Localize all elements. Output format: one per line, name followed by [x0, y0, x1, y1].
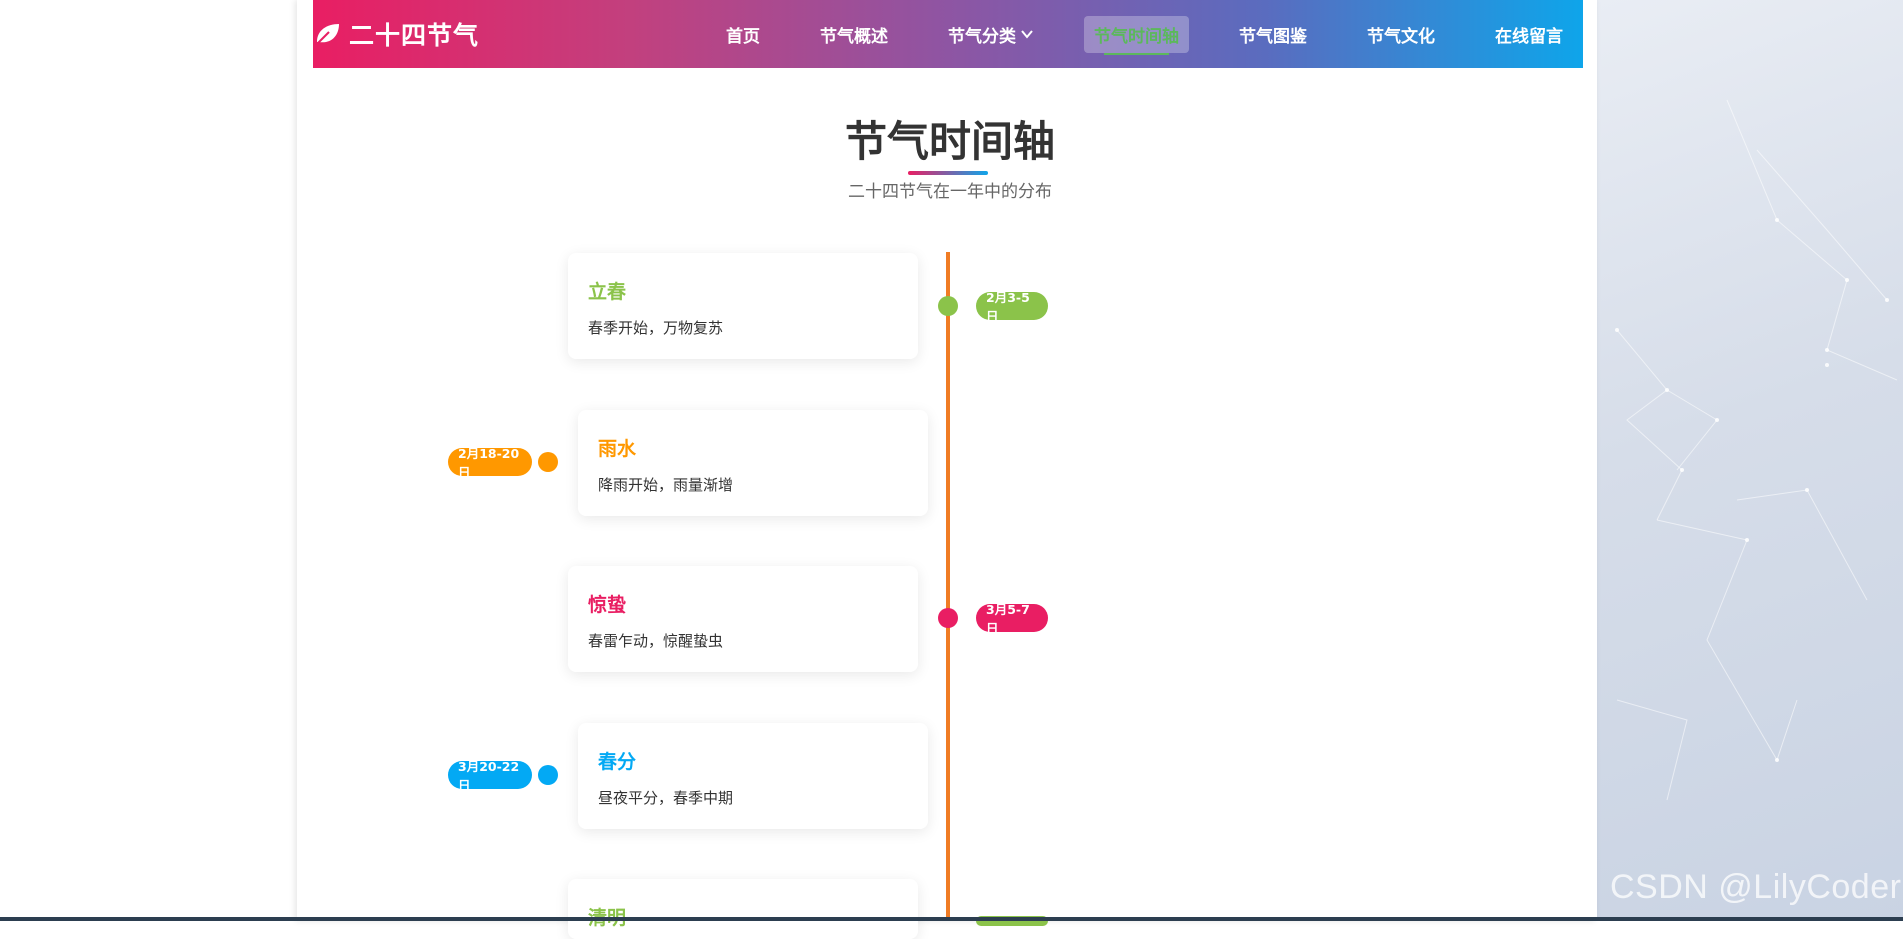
nav-label: 首页: [726, 26, 760, 47]
date-badge: 2月18-20日: [448, 446, 532, 480]
timeline-card-jingzhe[interactable]: 惊蛰 春雷乍动，惊醒蛰虫: [568, 566, 918, 672]
timeline-card-chunfen[interactable]: 春分 昼夜平分，春季中期: [578, 723, 928, 829]
card-desc: 昼夜平分，春季中期: [598, 789, 734, 807]
timeline-dot: [938, 296, 958, 316]
top-navbar: 二十四节气 首页 节气概述 节气分类 节气时间轴 节气图鉴 节气文化 在线留言: [313, 0, 1583, 68]
nav-item-gallery[interactable]: 节气图鉴: [1229, 16, 1317, 53]
timeline-card-yushui[interactable]: 雨水 降雨开始，雨量渐增: [578, 410, 928, 516]
page-subtitle: 二十四节气在一年中的分布: [848, 182, 1052, 202]
nav-label: 在线留言: [1495, 26, 1563, 47]
timeline-dot: [938, 608, 958, 628]
page-title: 节气时间轴: [844, 117, 1055, 166]
timeline-dot: [538, 452, 558, 472]
nav-item-categories[interactable]: 节气分类: [938, 16, 1044, 53]
brand[interactable]: 二十四节气: [313, 16, 479, 52]
date-badge: 3月20-22日: [448, 759, 532, 793]
nav-label: 节气图鉴: [1239, 26, 1307, 47]
card-title: 雨水: [598, 438, 637, 460]
timeline-card-lichun[interactable]: 立春 春季开始，万物复苏: [568, 253, 918, 359]
nav-label: 节气概述: [820, 26, 888, 47]
nav-links: 首页 节气概述 节气分类 节气时间轴 节气图鉴 节气文化 在线留言: [676, 0, 1573, 68]
nav-item-guestbook[interactable]: 在线留言: [1485, 16, 1573, 53]
nav-item-home[interactable]: 首页: [716, 16, 770, 53]
card-title: 春分: [598, 751, 637, 773]
card-title: 惊蛰: [588, 594, 627, 616]
card-desc: 春季开始，万物复苏: [588, 319, 724, 337]
nav-label: 节气时间轴: [1094, 26, 1179, 47]
timeline-axis: [946, 252, 950, 921]
background-network-pattern: [1597, 0, 1903, 921]
card-desc: 春雷乍动，惊醒蛰虫: [588, 632, 724, 650]
timeline-dot: [538, 765, 558, 785]
watermark: CSDN @LilyCoder: [1610, 868, 1902, 906]
nav-item-overview[interactable]: 节气概述: [810, 16, 898, 53]
title-underline: [908, 171, 988, 175]
nav-label: 节气文化: [1367, 26, 1435, 47]
chevron-down-icon: [1021, 30, 1033, 39]
date-badge: 2月3-5日: [976, 290, 1048, 324]
bottom-bar: [0, 917, 1903, 921]
brand-name: 二十四节气: [349, 21, 480, 50]
nav-item-culture[interactable]: 节气文化: [1357, 16, 1445, 53]
nav-label: 节气分类: [948, 26, 1016, 47]
leaf-icon: [314, 24, 339, 47]
card-desc: 降雨开始，雨量渐增: [598, 476, 734, 494]
card-title: 立春: [588, 281, 627, 303]
timeline-card-qingming[interactable]: 清明: [568, 879, 918, 939]
nav-item-timeline[interactable]: 节气时间轴: [1084, 15, 1189, 55]
date-badge: 3月5-7日: [976, 602, 1048, 636]
